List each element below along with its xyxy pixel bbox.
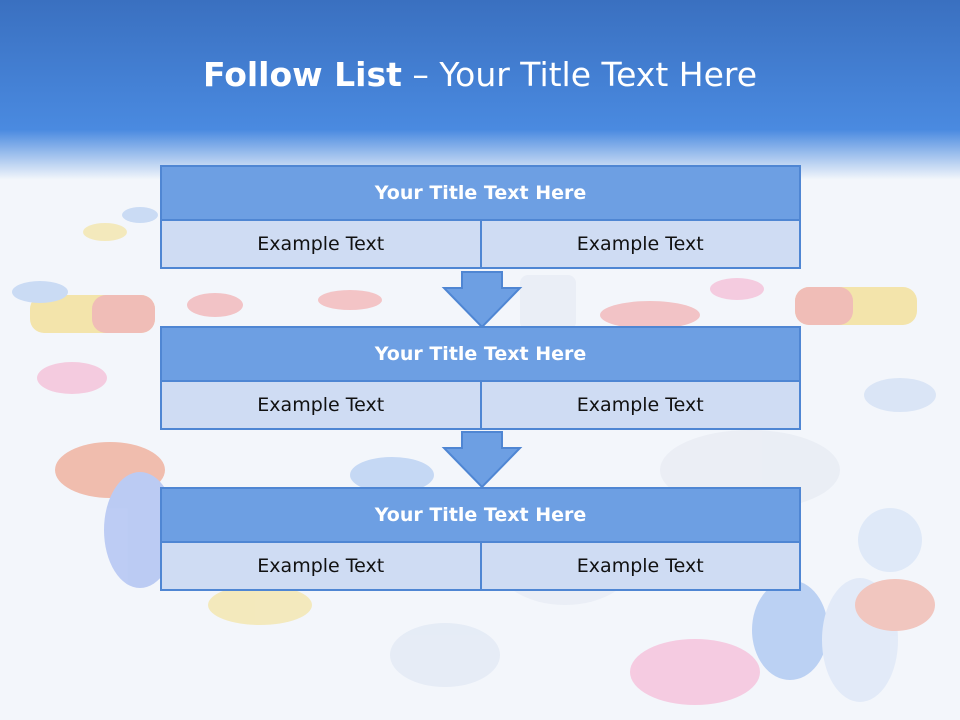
slide-title: Follow List – Your Title Text Here [0, 52, 960, 98]
block-row: Example Text Example Text [160, 541, 801, 591]
block-title: Your Title Text Here [160, 326, 801, 382]
block-cell-right: Example Text [479, 219, 801, 269]
block-cell-left: Example Text [160, 219, 482, 269]
list-block-2: Your Title Text Here Example Text Exampl… [160, 326, 801, 430]
block-cell-left: Example Text [160, 380, 482, 430]
down-arrow-icon [441, 271, 523, 329]
block-cell-right: Example Text [479, 380, 801, 430]
down-arrow-icon [441, 431, 523, 489]
slide-title-rest: – Your Title Text Here [401, 55, 758, 94]
list-block-3: Your Title Text Here Example Text Exampl… [160, 487, 801, 591]
slide-title-bold: Follow List [202, 55, 402, 94]
block-row: Example Text Example Text [160, 219, 801, 269]
block-cell-right: Example Text [479, 541, 801, 591]
block-title: Your Title Text Here [160, 165, 801, 221]
list-block-1: Your Title Text Here Example Text Exampl… [160, 165, 801, 269]
block-row: Example Text Example Text [160, 380, 801, 430]
block-title: Your Title Text Here [160, 487, 801, 543]
block-cell-left: Example Text [160, 541, 482, 591]
